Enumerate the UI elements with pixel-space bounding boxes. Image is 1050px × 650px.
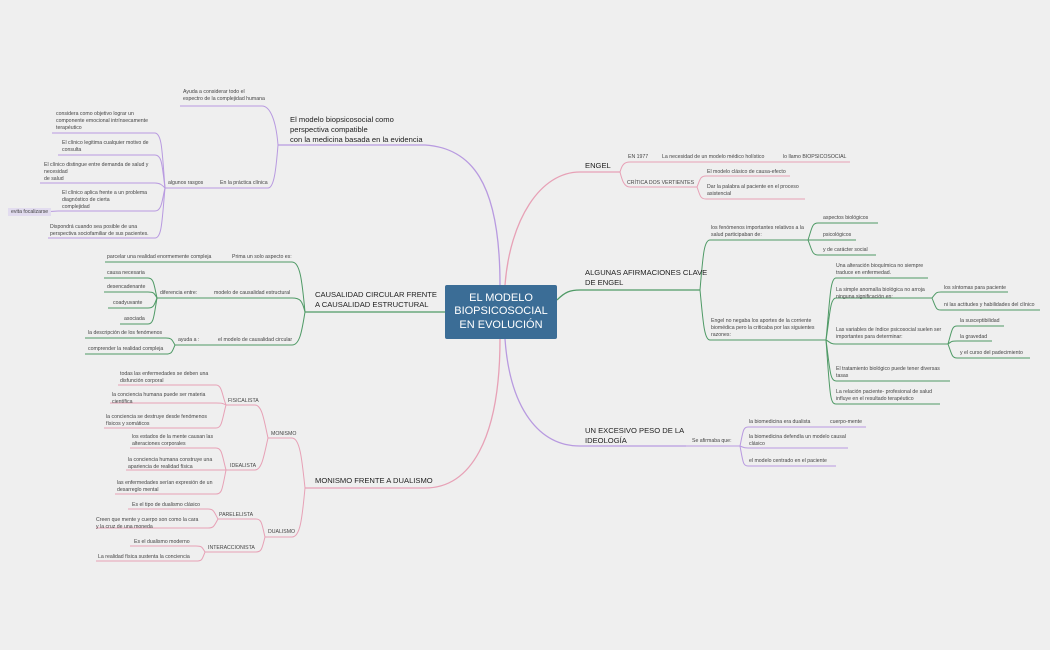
- branch-modelo-compatible[interactable]: El modelo biopsicosocial como perspectiv…: [290, 115, 423, 144]
- node-paralelista[interactable]: PARELELISTA: [219, 512, 254, 518]
- node-descripcion-fenomenos[interactable]: la descripción de los fenómenos: [88, 330, 163, 336]
- node-fisicalista[interactable]: FISICALISTA: [228, 398, 259, 404]
- node-desencadenante[interactable]: desencadenante: [107, 284, 146, 290]
- node-necesidad-modelo[interactable]: La necesidad de un modelo médico holísti…: [662, 154, 765, 160]
- branch-ideologia[interactable]: UN EXCESIVO PESO DE LA IDEOLOGÍA: [585, 426, 685, 445]
- node-actitudes[interactable]: ni las actitudes y habilidades del clíni…: [944, 302, 1035, 308]
- node-gravedad[interactable]: la gravedad: [960, 334, 988, 340]
- node-dar-palabra[interactable]: Dar la palabra al paciente en el proceso…: [707, 184, 799, 197]
- node-int-2[interactable]: La realidad física sustenta la concienci…: [98, 554, 190, 560]
- node-rasgo-legitima[interactable]: El clínico legitima cualquier motivo de …: [62, 140, 149, 153]
- node-ayuda-considerar[interactable]: Ayuda a considerar todo el espectro de l…: [183, 89, 265, 102]
- link-center-b3: [305, 338, 501, 489]
- node-parcelar[interactable]: parcelar una realidad enormemente comple…: [107, 254, 212, 260]
- node-par-2[interactable]: Creen que mente y cuerpo son como la car…: [96, 517, 199, 530]
- node-monismo[interactable]: MONISMO: [271, 431, 297, 437]
- node-interaccionista[interactable]: INTERACCIONISTA: [208, 545, 255, 551]
- node-rasgo-aplica[interactable]: El clínico aplica frente a un problema d…: [62, 190, 148, 210]
- node-curso[interactable]: y el curso del padecimiento: [960, 350, 1023, 356]
- node-fis-1[interactable]: todas las enfermedades se deben una disf…: [120, 371, 209, 384]
- node-sintomas[interactable]: los síntomas para paciente: [944, 285, 1006, 291]
- link-center-b4: [504, 171, 620, 286]
- node-causa-necesaria[interactable]: causa necesaria: [107, 270, 145, 276]
- node-fenomenos[interactable]: los fenómenos importantes relativos a la…: [711, 225, 804, 238]
- node-anomalia[interactable]: La simple anomalía biológica no arroja n…: [836, 287, 925, 300]
- node-ide-3[interactable]: las enfermedades serían expresión de un …: [117, 480, 213, 493]
- node-ide-2[interactable]: la conciencia humana construye una apari…: [128, 457, 213, 470]
- node-algunos-rasgos[interactable]: algunos rasgos: [168, 180, 204, 186]
- node-alteracion[interactable]: Una alteración bioquímica no siempre tra…: [836, 263, 924, 276]
- node-causa-efecto[interactable]: El modelo clásico de causa-efecto: [707, 169, 786, 175]
- node-causal-clasico[interactable]: la biomedicina defendía un modelo causal…: [749, 434, 846, 447]
- node-practica-clinica[interactable]: En la práctica clínica: [220, 180, 268, 186]
- node-lo-llamo[interactable]: lo llamo BIOPSICOSOCIAL: [783, 154, 847, 160]
- node-idealista[interactable]: IDEALISTA: [230, 463, 257, 469]
- node-prima-aspecto[interactable]: Prima un solo aspecto es:: [232, 254, 292, 260]
- node-comprender-realidad[interactable]: comprender la realidad compleja: [88, 346, 164, 352]
- node-ide-1[interactable]: los estados de la mente causan las alter…: [132, 434, 214, 447]
- evita-focalizarse-label: evita focalizarse: [8, 208, 52, 216]
- node-susceptibilidad[interactable]: la susceptibilidad: [960, 318, 1000, 324]
- link-center-b1: [278, 144, 501, 286]
- node-dualismo[interactable]: DUALISMO: [268, 529, 296, 535]
- node-int-1[interactable]: Es el dualismo moderno: [134, 539, 190, 545]
- node-fis-2[interactable]: la conciencia humana puede ser materia c…: [112, 392, 206, 405]
- node-causalidad-estructural[interactable]: modelo de causalidad estructural: [214, 290, 291, 296]
- node-rasgo-dispondra[interactable]: Dispondrá cuando sea posible de una pers…: [50, 224, 149, 237]
- node-psicologicos[interactable]: psicológicos: [823, 232, 852, 238]
- link-center-b6: [504, 338, 686, 447]
- branch-engel[interactable]: ENGEL: [585, 161, 611, 170]
- node-rasgo-objetivo[interactable]: considera como objetivo lograr un compon…: [56, 111, 148, 131]
- node-variables[interactable]: Las variables de índice psicosocial suel…: [836, 327, 942, 340]
- central-topic[interactable]: EL MODELO BIOPSICOSOCIAL EN EVOLUCIÓN: [445, 285, 557, 339]
- branch-causalidad[interactable]: CAUSALIDAD CIRCULAR FRENTE A CAUSALIDAD …: [315, 290, 437, 309]
- node-dualista[interactable]: la biomedicina era dualista: [749, 419, 811, 425]
- node-coadyuvante[interactable]: coadyuvante: [113, 300, 143, 306]
- node-biologicos[interactable]: aspectos biológicos: [823, 215, 869, 221]
- node-asociada[interactable]: asociada: [124, 316, 145, 322]
- node-social[interactable]: y de carácter social: [823, 247, 868, 253]
- node-se-afirmaba[interactable]: Se afirmaba que:: [692, 438, 732, 444]
- node-tratamiento[interactable]: El tratamiento biológico puede tener div…: [836, 366, 940, 379]
- node-rasgo-distingue[interactable]: El clínico distingue entre demanda de sa…: [44, 162, 149, 182]
- branch-monismo-dualismo[interactable]: MONISMO FRENTE A DUALISMO: [315, 476, 433, 485]
- node-relacion[interactable]: La relación paciente- profesional de sal…: [836, 389, 933, 402]
- node-en-1977[interactable]: EN 1977: [628, 154, 649, 160]
- node-diferencia-entre[interactable]: diferencia entre:: [160, 290, 198, 296]
- node-evita-focalizarse[interactable]: evita focalizarse: [8, 208, 52, 216]
- node-cuerpo-mente[interactable]: cuerpo-mente: [830, 419, 863, 425]
- node-centrado-paciente[interactable]: el modelo centrado en el paciente: [749, 458, 827, 464]
- branch-afirmaciones[interactable]: ALGUNAS AFIRMACIONES CLAVE DE ENGEL: [585, 268, 708, 287]
- node-par-1[interactable]: Es el tipo de dualismo clásico: [132, 502, 201, 508]
- link-center-b5: [556, 289, 700, 301]
- node-critica[interactable]: CRÍTICA DOS VERTIENTES: [627, 180, 695, 186]
- node-fis-3[interactable]: la conciencia se destruye desde fenómeno…: [106, 414, 207, 427]
- node-causalidad-circular[interactable]: el modelo de causalidad circular: [218, 337, 293, 343]
- node-engel-no-negaba[interactable]: Engel no negaba los aportes de la corrie…: [711, 318, 815, 338]
- node-ayuda-a[interactable]: ayuda a :: [178, 337, 200, 343]
